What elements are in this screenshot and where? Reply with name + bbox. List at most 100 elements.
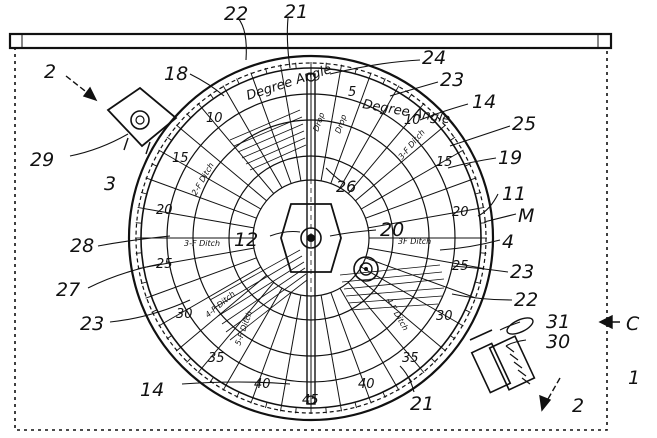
ref-11: 11	[502, 183, 526, 205]
rim-tick	[457, 149, 464, 154]
dial-spoke	[252, 292, 292, 398]
tick-45: 45	[302, 393, 319, 408]
ref-23-left: 23	[80, 313, 104, 335]
rim-tick	[265, 67, 268, 74]
ref-21-bottom: 21	[410, 393, 434, 415]
ref-21-top: 21	[284, 1, 308, 23]
rim-tick	[140, 192, 147, 195]
ditch-label-2: 3-F Ditch	[184, 239, 220, 248]
dial-spoke	[360, 266, 459, 324]
rim-tick	[408, 93, 413, 100]
dial-spoke	[368, 247, 479, 269]
ref-1: 1	[628, 367, 640, 389]
rim-tick	[340, 64, 343, 71]
dial-spoke	[330, 292, 370, 398]
rim-tick	[137, 206, 144, 209]
dial-spoke	[163, 152, 262, 210]
rim-tick	[175, 124, 182, 130]
rim-tick	[325, 407, 327, 414]
ref-23-mid: 23	[510, 261, 534, 283]
rim-tick	[470, 177, 477, 181]
ref-31: 31	[546, 311, 570, 333]
dial-spoke	[252, 78, 292, 184]
ref-14-bottom: 14	[140, 379, 164, 401]
rim-tick	[186, 113, 192, 119]
section-mark-bottom: 2	[572, 395, 584, 417]
rim-tick	[419, 367, 425, 374]
tick-30-right: 30	[436, 309, 453, 324]
section-arrows	[65, 75, 620, 412]
drop-label-1: Drop	[311, 111, 326, 132]
rim-tick	[175, 346, 182, 352]
ref-23-top: 23	[440, 69, 464, 91]
tick-40-right: 40	[358, 377, 375, 392]
rim-tick	[197, 102, 203, 109]
dial-spoke	[143, 247, 254, 269]
rim-tick	[209, 376, 214, 383]
rim-tick	[395, 384, 400, 391]
rim-tick	[222, 384, 227, 391]
rim-tick	[395, 85, 400, 92]
rim-tick	[449, 335, 456, 340]
reference-numerals: 22 21 24 23 14 25 19 11 M 4 23 22 31 30 …	[30, 1, 640, 417]
dial-spoke	[320, 70, 342, 181]
tick-35-right: 35	[402, 351, 419, 366]
tick-20-right: 20	[452, 205, 469, 220]
rim-tick	[209, 93, 214, 100]
ditch-label-5: 3F Ditch	[398, 237, 431, 246]
dial-spoke	[368, 207, 479, 229]
dial-spoke	[151, 179, 257, 219]
dial-spoke	[355, 274, 442, 348]
rim-tick	[475, 281, 482, 284]
rim-tick	[250, 397, 254, 404]
ref-26: 26	[336, 177, 356, 196]
tick-25-right: 25	[452, 259, 469, 274]
rim-tick	[325, 62, 327, 69]
rim-tick	[265, 402, 268, 409]
rim-tick	[295, 407, 297, 414]
rim-tick	[440, 124, 447, 130]
rim-tick	[354, 67, 357, 74]
dial-spoke	[225, 287, 283, 386]
housing-board	[8, 32, 613, 431]
dial-spoke	[180, 274, 267, 348]
rim-tick	[480, 252, 487, 254]
rim-tick	[135, 222, 142, 224]
ref-20-inner: 20	[380, 219, 404, 241]
rim-tick	[151, 309, 158, 313]
degree-angle-left: Degree Angle	[245, 62, 334, 104]
dial-spoke	[365, 179, 471, 219]
dial-spoke	[201, 107, 275, 194]
dial-spoke	[225, 90, 283, 189]
rim-tick	[354, 402, 357, 409]
dial-spoke	[339, 287, 397, 386]
dial-spoke	[347, 107, 421, 194]
tick-20-left: 20	[156, 203, 173, 218]
pointer-bar	[280, 72, 342, 405]
degree-scale: 5 10 10 15 15 20 20 25 25 30 30 35 35 40…	[156, 85, 469, 408]
tick-30-left: 30	[176, 307, 193, 322]
section-mark-top: 2	[44, 61, 56, 83]
ref-30-knob: 30	[546, 331, 570, 353]
rim-tick	[419, 102, 425, 109]
tick-5: 5	[348, 85, 356, 100]
mounting-bracket	[106, 86, 178, 155]
rim-tick	[236, 391, 240, 398]
rim-tick	[382, 391, 386, 398]
rim-tick	[166, 335, 173, 340]
rim-tick	[368, 72, 372, 79]
rim-tick	[140, 281, 147, 284]
rim-tick	[430, 357, 436, 363]
rim-tick	[151, 163, 158, 167]
dial-spoke	[320, 295, 342, 406]
rim-tick	[382, 78, 386, 85]
dial-spoke	[360, 152, 459, 210]
rim-tick	[368, 397, 372, 404]
dial-spoke	[180, 128, 267, 202]
rim-tick	[250, 72, 254, 79]
dial-spoke	[347, 282, 421, 369]
hatch-shading	[209, 109, 445, 341]
dial-spoke	[355, 128, 442, 202]
ref-29: 29	[30, 149, 54, 171]
